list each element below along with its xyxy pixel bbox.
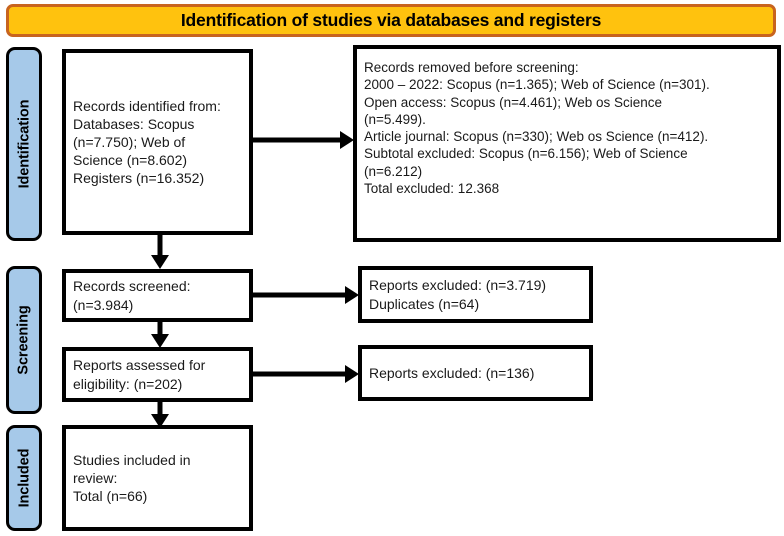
box-reports-excluded-screening: Reports excluded: (n=3.719) Duplicates (… bbox=[358, 266, 593, 323]
stage-label-screening: Screening bbox=[6, 266, 42, 414]
box-reports-excluded-eligibility-text: Reports excluded: (n=136) bbox=[369, 364, 535, 381]
box-records-identified-text: Records identified from: Databases: Scop… bbox=[73, 97, 221, 187]
diagram-title: Identification of studies via databases … bbox=[180, 10, 602, 30]
box-studies-included-text: Studies included in review: Total (n=66) bbox=[73, 451, 191, 505]
stage-label-included-text: Included bbox=[16, 448, 33, 508]
box-records-screened: Records screened: (n=3.984) bbox=[62, 269, 253, 322]
stage-label-identification: Identification bbox=[6, 47, 42, 241]
stage-label-identification-text: Identification bbox=[16, 99, 33, 189]
box-reports-excluded-eligibility: Reports excluded: (n=136) bbox=[358, 345, 593, 401]
arrow-assessed-to-included bbox=[151, 402, 169, 428]
box-reports-assessed-text: Reports assessed for eligibility: (n=202… bbox=[73, 357, 206, 392]
arrow-identified-to-screened bbox=[151, 235, 169, 269]
box-records-removed-text: Records removed before screening: 2000 –… bbox=[364, 60, 710, 196]
box-records-screened-text: Records screened: (n=3.984) bbox=[73, 278, 191, 313]
stage-label-included: Included bbox=[6, 425, 42, 531]
arrow-identified-to-removed bbox=[253, 131, 354, 149]
box-records-identified: Records identified from: Databases: Scop… bbox=[62, 49, 253, 235]
box-records-removed: Records removed before screening: 2000 –… bbox=[353, 45, 781, 242]
box-studies-included: Studies included in review: Total (n=66) bbox=[62, 425, 253, 531]
stage-label-screening-text: Screening bbox=[16, 305, 32, 375]
box-reports-excluded-screening-text: Reports excluded: (n=3.719) Duplicates (… bbox=[369, 277, 547, 312]
arrow-screened-to-assessed bbox=[151, 322, 169, 348]
box-reports-assessed: Reports assessed for eligibility: (n=202… bbox=[62, 347, 253, 402]
diagram-header-banner: Identification of studies via databases … bbox=[6, 4, 776, 37]
arrow-assessed-to-excluded bbox=[253, 365, 359, 383]
arrow-screened-to-excluded bbox=[253, 286, 359, 304]
